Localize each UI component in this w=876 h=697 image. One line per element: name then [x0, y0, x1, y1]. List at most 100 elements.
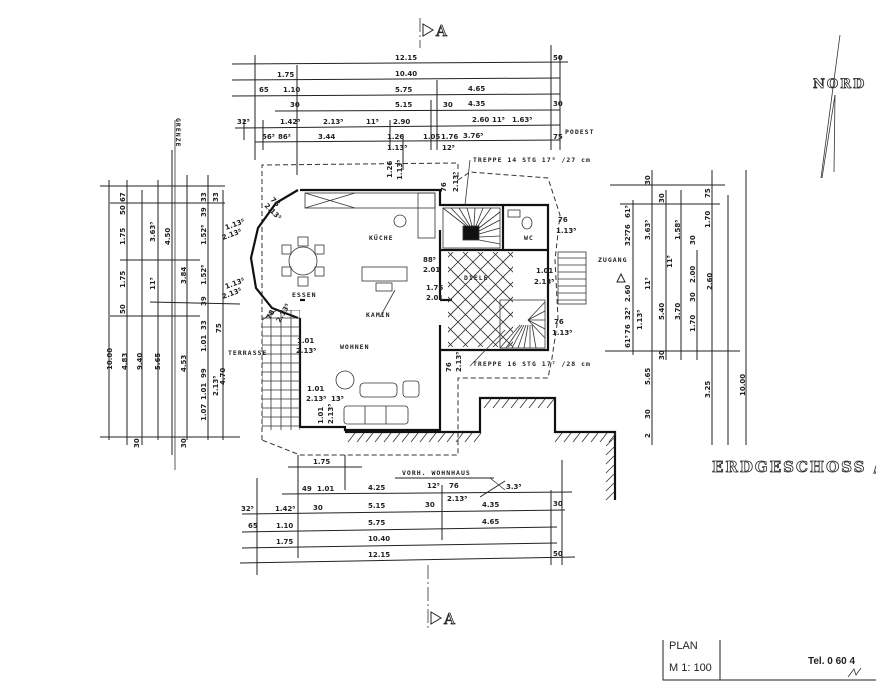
hatch-line	[356, 432, 365, 443]
dimension-label: 50	[553, 550, 563, 558]
dimension-label: 4.35	[468, 100, 485, 108]
hall-tile-pattern	[328, 252, 513, 347]
stair-tread	[450, 207, 469, 227]
hatch-line	[605, 491, 615, 501]
living-furniture	[335, 370, 420, 425]
leader-line	[469, 329, 506, 367]
dimension-label: 2.13⁵	[323, 118, 343, 126]
entrance-steps	[557, 251, 587, 305]
dimension-label: 12.15	[368, 551, 390, 559]
dimension-label: 65	[248, 522, 258, 530]
hatch-line	[605, 473, 615, 483]
dimension-label: 1.01	[536, 267, 553, 275]
dimension-label: 2.00	[689, 266, 697, 283]
dimension-label: 76	[449, 482, 459, 490]
dimension-label: 10.00	[106, 348, 114, 370]
dimension-label: 1.75	[119, 271, 127, 288]
hatch-line	[605, 464, 615, 474]
dimension-label: 1.05	[423, 133, 440, 141]
dimension-label: 75	[553, 133, 563, 141]
hatch-line	[599, 432, 608, 443]
dimension-label: 3.25	[704, 381, 712, 398]
dimension-label: 2.13⁵	[275, 302, 292, 324]
stair-tread	[478, 235, 501, 238]
dining-table	[281, 236, 325, 287]
dimension-label: 4.25	[368, 484, 385, 492]
dimension-label: 5.15	[368, 502, 385, 510]
dimension-label: 1.10	[283, 86, 300, 94]
dimension-label: 4.65	[468, 85, 485, 93]
dimension-label: 76	[445, 362, 453, 372]
dimension-label: 67	[119, 192, 127, 202]
dimension-label: 1.75	[277, 71, 294, 79]
stair-tread	[527, 319, 546, 330]
room-label-terrace: TERRASSE	[228, 349, 267, 357]
lower-stair	[499, 299, 546, 349]
dimension-label: 2.60	[624, 285, 632, 302]
top-dimension-chains	[231, 45, 569, 175]
stair-tread	[473, 207, 476, 227]
tile-line	[448, 252, 513, 318]
dimension-label: 11⁵	[366, 118, 379, 126]
dimension-label: 78	[265, 308, 277, 321]
dimension-label: 61⁵	[624, 335, 632, 348]
dimension-label: 2.13⁵	[447, 495, 467, 503]
dimension-label: 3.70	[674, 303, 682, 320]
bottom-dimension-chains	[239, 455, 576, 575]
hatch-line	[464, 432, 473, 443]
hatch-line	[383, 432, 392, 443]
stair-tread	[442, 207, 467, 227]
dimension-label: 56³	[262, 133, 275, 141]
hatch-line	[563, 432, 572, 443]
room-label-hall: DIELE	[464, 274, 489, 282]
section-mark-bottom: A	[443, 610, 455, 628]
hatch-line	[446, 432, 455, 443]
dimension-label: 3.76⁵	[463, 132, 483, 140]
dimension-label: 1.13⁵	[556, 227, 576, 235]
dimension-label: 2.01	[423, 266, 440, 274]
dimension-label: 30	[644, 409, 652, 419]
dimension-label: 2.90	[393, 118, 410, 126]
dimension-label: 33	[212, 192, 220, 202]
room-label-kitchen: KÜCHE	[369, 233, 394, 242]
dimension-label: 5.75	[368, 519, 385, 527]
dimension-label: 32⁵	[241, 505, 254, 513]
tile-line	[448, 311, 484, 347]
dimension-label: 2.13⁵	[327, 404, 335, 424]
room-label-dining: ESSEN	[292, 291, 317, 299]
existing-house-boundary	[345, 396, 617, 501]
dimension-label: 2.60	[706, 273, 714, 290]
stair-tread	[478, 227, 501, 235]
dimension-label: 75	[704, 188, 712, 198]
dimension-label: 49	[302, 485, 312, 493]
dimension-label: 86²	[278, 133, 291, 141]
hatch-line	[605, 446, 615, 456]
dimension-label: 2	[644, 433, 652, 438]
hatch-line	[501, 398, 510, 409]
stair-tread	[517, 324, 527, 349]
dimension-label: 11⁵	[492, 116, 505, 124]
dimension-label: 1.01	[297, 337, 314, 345]
dimension-label: 3.44	[318, 133, 335, 141]
dimension-label: 30	[313, 504, 323, 512]
dimension-label: 1.76	[441, 133, 458, 141]
dimension-label: 2.13⁵	[455, 352, 463, 372]
tile-line	[328, 252, 423, 347]
stair-tread	[478, 219, 501, 232]
dimension-label: 1.42⁵	[275, 505, 295, 513]
dimension-label: 11⁵	[644, 277, 652, 290]
wc-fixtures	[507, 209, 533, 230]
stairs	[442, 207, 546, 349]
dimension-label: 50	[119, 304, 127, 314]
room-label-fireplace: KAMIN	[366, 311, 391, 319]
hatch-line	[347, 432, 356, 443]
leader-line	[379, 289, 396, 318]
section-line-bottom: A	[427, 565, 455, 630]
stair-well	[462, 225, 480, 241]
floor-title: ERDGESCHOSS /	[712, 458, 876, 476]
dimension-label: 2.13⁵	[534, 278, 554, 286]
dimension-label: 1.01	[307, 385, 324, 393]
room-label-entrance: ZUGANG	[598, 256, 627, 264]
dimension-label: 32⁵	[624, 307, 632, 320]
dimension-label: 32⁵	[624, 233, 632, 246]
